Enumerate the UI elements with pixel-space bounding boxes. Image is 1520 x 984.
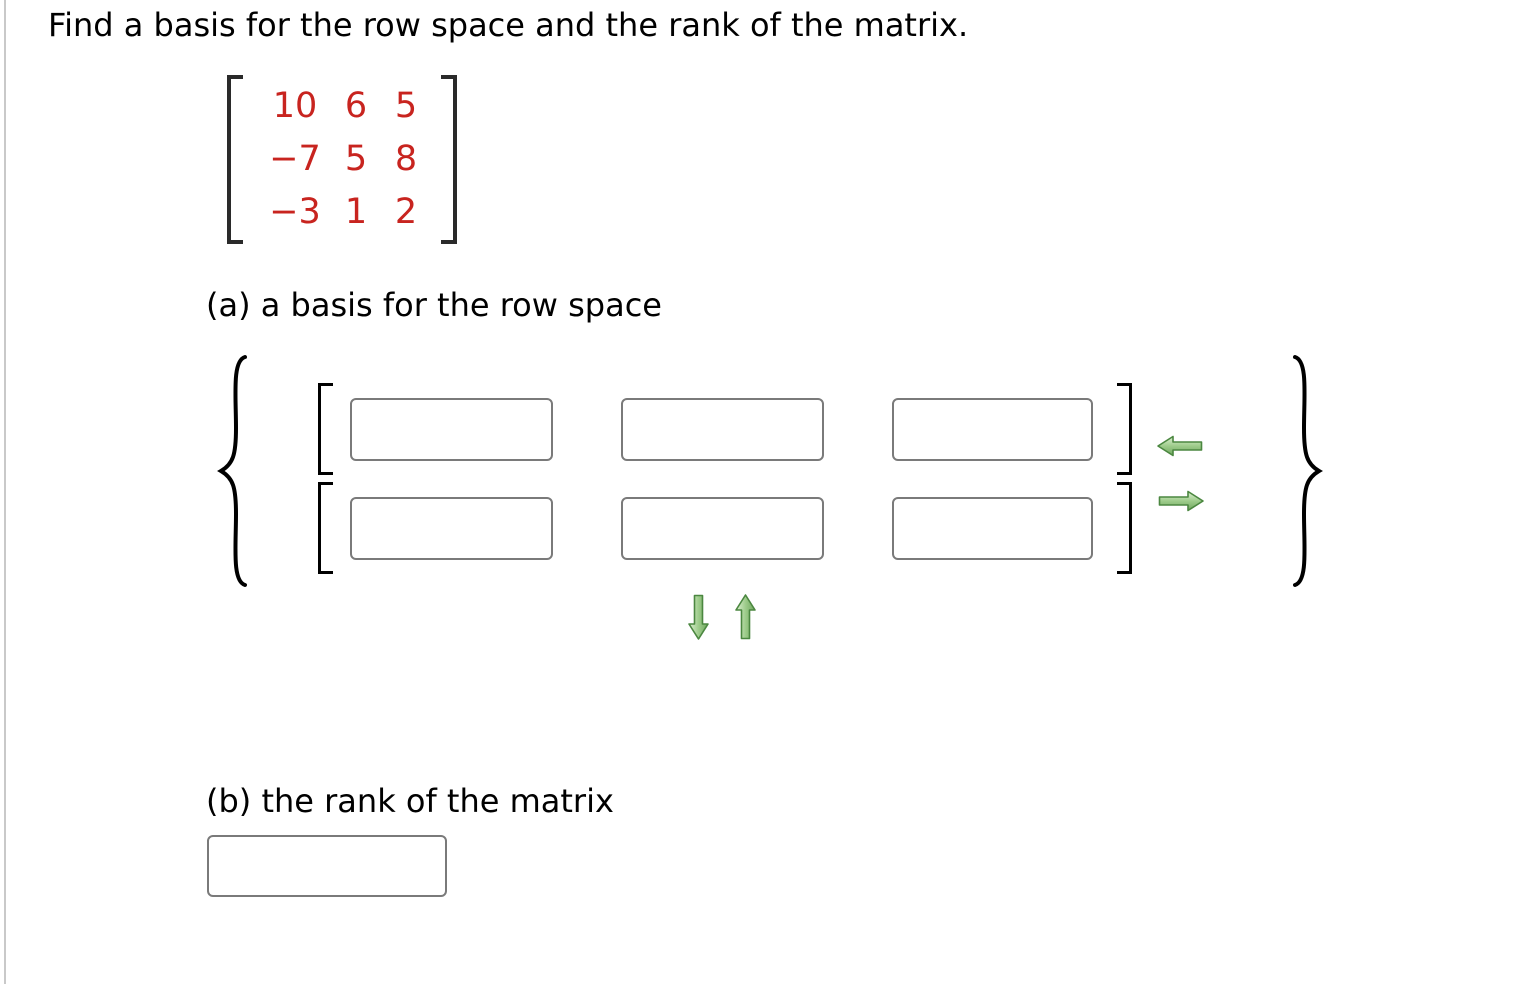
left-arrow-icon[interactable]	[1156, 434, 1204, 458]
matrix-cell: 6	[344, 86, 368, 126]
problem-statement: Find a basis for the row space and the r…	[48, 6, 969, 44]
set-open-brace-icon	[217, 355, 247, 587]
vector-2-entry-1-input[interactable]	[350, 497, 553, 560]
vector-1-entry-1-input[interactable]	[350, 398, 553, 461]
rank-answer-input[interactable]	[207, 835, 447, 897]
matrix-cell: −3	[269, 192, 321, 232]
vector-2-entry-2-input[interactable]	[621, 497, 824, 560]
vector-2-left-bracket-icon	[318, 482, 333, 574]
matrix-cell: 5	[344, 139, 368, 179]
up-arrow-icon[interactable]	[733, 593, 758, 641]
matrix-cell: 1	[344, 192, 368, 232]
part-b-label: (b) the rank of the matrix	[206, 782, 614, 820]
part-a-label: (a) a basis for the row space	[206, 286, 662, 324]
matrix-cell: −7	[269, 139, 321, 179]
matrix-values: 10 6 5 −7 5 8 −3 1 2	[243, 75, 441, 244]
vector-2-right-bracket-icon	[1117, 482, 1132, 574]
vector-2-entry-3-input[interactable]	[892, 497, 1093, 560]
matrix-display: 10 6 5 −7 5 8 −3 1 2	[227, 75, 457, 244]
vector-1-left-bracket-icon	[318, 383, 333, 475]
left-border-line	[4, 0, 6, 984]
vector-1-entry-2-input[interactable]	[621, 398, 824, 461]
matrix-cell: 2	[394, 192, 418, 232]
vector-1-entry-3-input[interactable]	[892, 398, 1093, 461]
matrix-cell: 5	[394, 86, 418, 126]
matrix-left-bracket-icon	[227, 75, 243, 244]
matrix-cell: 10	[272, 86, 318, 126]
down-arrow-icon[interactable]	[686, 593, 711, 641]
matrix-right-bracket-icon	[441, 75, 457, 244]
set-close-brace-icon	[1293, 355, 1323, 587]
right-arrow-icon[interactable]	[1157, 489, 1205, 513]
matrix-cell: 8	[394, 139, 418, 179]
vector-1-right-bracket-icon	[1117, 383, 1132, 475]
